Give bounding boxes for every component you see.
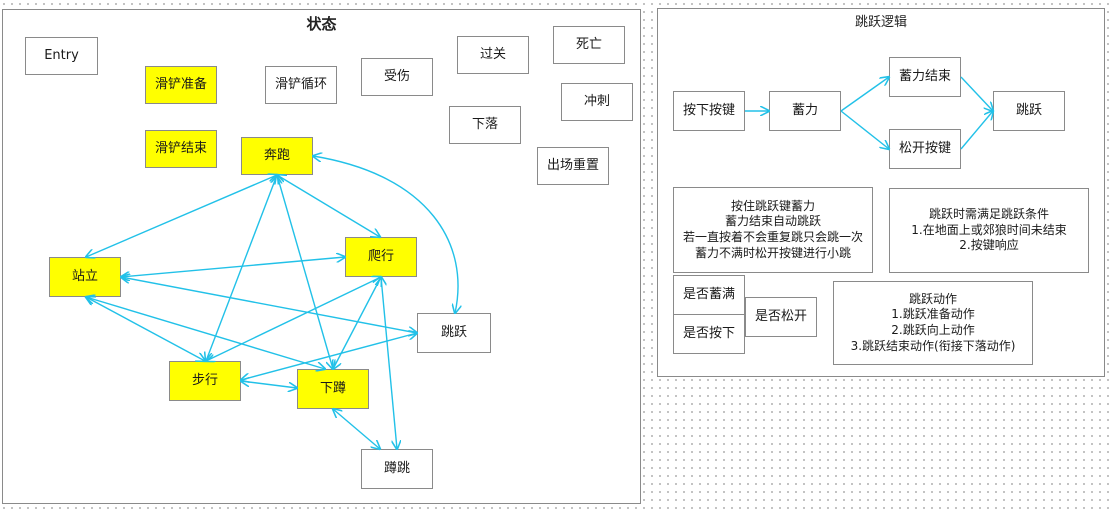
- state-jump[interactable]: 跳跃: [417, 313, 491, 353]
- state-crouch-jump[interactable]: 蹲跳: [361, 449, 433, 489]
- state-hurt[interactable]: 受伤: [361, 58, 433, 96]
- flow-release-key[interactable]: 松开按键: [889, 129, 961, 169]
- state-fall[interactable]: 下落: [449, 106, 521, 144]
- arrow-crouch-crouchjump: [333, 409, 380, 449]
- jump-logic-title: 跳跃逻辑: [854, 15, 907, 30]
- arrow-stand-crawl: [121, 257, 345, 277]
- charge-note: 按住跳跃键蓄力 蓄力结束自动跳跃 若一直按着不会重复跳只会跳一次 蓄力不满时松开…: [673, 187, 873, 273]
- arrow-run-jump: [313, 156, 458, 313]
- arrow-stand-jump: [121, 277, 417, 333]
- arrow-charge-chargeend: [840, 77, 889, 112]
- states-panel-title: 状态: [306, 15, 337, 33]
- flow-press-key[interactable]: 按下按键: [673, 91, 745, 131]
- state-death[interactable]: 死亡: [553, 26, 625, 64]
- arrow-chargeend-jump: [960, 76, 993, 111]
- state-respawn-reset[interactable]: 出场重置: [537, 147, 609, 185]
- arrow-crawl-walk: [206, 277, 381, 361]
- state-pass[interactable]: 过关: [457, 36, 529, 74]
- state-run[interactable]: 奔跑: [241, 137, 313, 175]
- arrow-walk-jump: [241, 333, 417, 380]
- state-entry[interactable]: Entry: [25, 37, 98, 75]
- jump-condition-note: 跳跃时需满足跳跃条件 1.在地面上或郊狼时间未结束 2.按键响应: [889, 188, 1089, 273]
- arrow-release-jump: [960, 111, 993, 150]
- arrow-crawl-crouchjump: [381, 277, 397, 449]
- arrow-charge-release: [840, 110, 889, 149]
- arrow-walk-crouch: [241, 381, 297, 388]
- state-slide-prepare[interactable]: 滑铲准备: [145, 66, 217, 104]
- state-stand[interactable]: 站立: [49, 257, 121, 297]
- arrow-crawl-crouch: [333, 277, 381, 369]
- arrow-stand-walk: [86, 297, 205, 361]
- state-slide-loop[interactable]: 滑铲循环: [265, 66, 337, 104]
- check-is-released[interactable]: 是否松开: [745, 297, 817, 337]
- state-slide-end[interactable]: 滑铲结束: [145, 130, 217, 168]
- arrow-stand-crouch: [86, 297, 325, 369]
- flow-charge-end[interactable]: 蓄力结束: [889, 57, 961, 97]
- jump-actions-note: 跳跃动作 1.跳跃准备动作 2.跳跃向上动作 3.跳跃结束动作(衔接下落动作): [833, 281, 1033, 365]
- arrow-run-stand: [86, 175, 277, 257]
- flow-charge[interactable]: 蓄力: [769, 91, 841, 131]
- state-dash[interactable]: 冲刺: [561, 83, 633, 121]
- check-is-pressed[interactable]: 是否按下: [673, 314, 745, 354]
